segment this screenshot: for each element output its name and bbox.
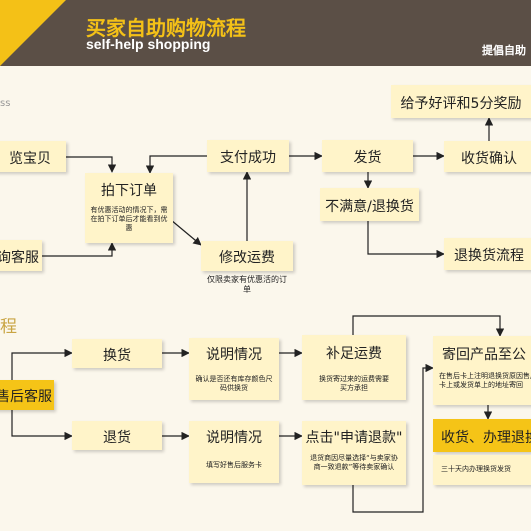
node-consult: 询客服 — [0, 240, 42, 271]
node-add-shipping: 补足运费 换货寄过来的运费需要买方承担 — [302, 335, 406, 400]
node-good-review: 给予好评和5分奖励 — [391, 85, 531, 118]
node-receive-refund-note: 三十天内办理换货发货 — [433, 455, 531, 485]
node-send-back: 寄回产品至公 在售后卡上注明退换货原因售后卡上或发货单上的地址寄回 — [433, 336, 531, 405]
node-refund: 退货 — [72, 421, 162, 450]
node-receive-refund: 收货、办理退换 — [433, 419, 531, 452]
node-ship: 发货 — [322, 140, 413, 172]
arrow-addship-to-sendback — [352, 315, 505, 337]
node-explain-refund: 说明情况 填写好售后服务卡 — [189, 421, 279, 483]
node-receive-confirm: 收货确认 — [444, 141, 531, 172]
page-subtitle: self-help shopping — [86, 36, 211, 52]
modify-shipping-note: 仅限卖家有优惠活的订单 — [207, 275, 287, 294]
node-unsatisfied: 不满意/退换货 — [320, 188, 419, 221]
node-browse: 览宝贝 — [0, 141, 66, 172]
node-after-sales: 售后客服 — [0, 380, 54, 410]
node-place-order: 拍下订单 有优惠活动的情况下，需在拍下订单后才能看到优惠 — [85, 173, 173, 243]
node-pay-success: 支付成功 — [207, 140, 289, 172]
page-title: 买家自助购物流程 — [86, 16, 246, 40]
arrow-unsatisfied-to-return — [367, 221, 445, 259]
section1-tail-text: ss — [0, 98, 11, 109]
header-yellow-corner — [0, 0, 66, 66]
node-explain-exchange: 说明情况 确认是否还有库存颜色尺码供换货 — [189, 338, 279, 400]
node-return-flow: 退换货流程 — [444, 238, 531, 270]
node-apply-refund: 点击"申请退款" 退货商因尽量选择“与卖家协商一致退款”等待卖家确认 — [302, 421, 406, 485]
arrow-aftersales-to-exchange — [11, 348, 73, 380]
node-modify-shipping: 修改运费 — [201, 241, 293, 271]
header-right-text: 提倡自助 — [482, 44, 526, 57]
arrow-apply-to-sendback — [352, 363, 434, 513]
arrow-consult-to-order — [42, 242, 117, 257]
header-banner: 买家自助购物流程 self-help shopping 提倡自助 — [0, 0, 531, 66]
arrow-browse-to-order — [66, 156, 117, 173]
section2-title: 程 — [0, 317, 17, 337]
node-exchange: 换货 — [72, 339, 162, 368]
arrow-aftersales-to-refund — [11, 410, 73, 441]
arrow-pay-to-order — [145, 155, 207, 174]
